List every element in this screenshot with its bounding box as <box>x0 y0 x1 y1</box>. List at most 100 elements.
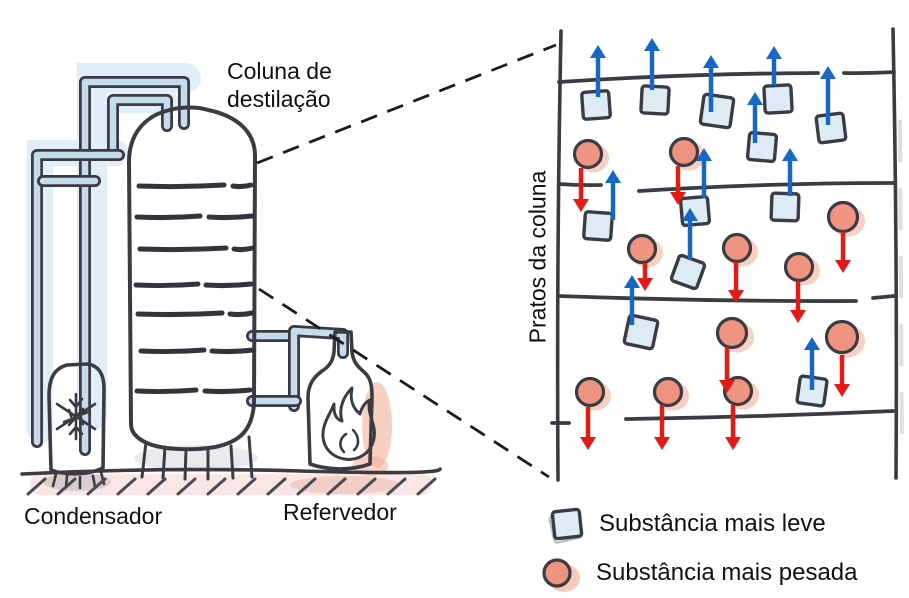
distillation-column <box>127 105 257 481</box>
heavy-substance-circle <box>715 316 749 350</box>
ground-hatch <box>116 477 137 496</box>
column-tray-mark <box>133 281 201 289</box>
vapor-up-arrow-head <box>804 337 820 350</box>
flame-icon <box>321 386 376 461</box>
column-tray-mark <box>136 182 227 190</box>
ground-hatch <box>356 477 377 496</box>
liquid-down-arrow-head <box>670 192 686 205</box>
vapor-up-arrow-head <box>644 38 660 51</box>
column-tray-mark <box>209 347 256 355</box>
reboiler <box>306 330 392 476</box>
ground-hatch <box>86 477 107 496</box>
panel-arrows <box>573 38 851 450</box>
callout-line-top <box>256 43 557 165</box>
light-substance-square <box>639 84 671 116</box>
heavy-substance-circle <box>783 251 815 283</box>
ground-hatch <box>326 477 347 496</box>
heavy-substance-circle <box>626 233 658 265</box>
column-tray-mark <box>134 387 199 395</box>
tray-panel <box>550 27 904 482</box>
column-vessel <box>127 105 257 452</box>
liquid-down-arrow-head <box>835 260 851 273</box>
heavy-substance-circle <box>572 138 604 170</box>
light-substance-square <box>582 210 614 242</box>
heavy-substance-circle <box>652 376 684 408</box>
light-substance-square <box>769 191 801 223</box>
reboiler-vessel <box>306 330 374 471</box>
panel-right-wall <box>891 27 899 480</box>
vapor-up-arrow-head <box>682 208 698 221</box>
column-tray-mark <box>203 281 254 289</box>
condenser-label: Condensador <box>24 503 163 529</box>
vapor-up-arrow-head <box>590 45 606 58</box>
zoom-callout-lines <box>256 43 557 479</box>
column-label: Coluna de destilação <box>227 58 332 113</box>
ground-hatch <box>296 477 317 496</box>
ground-hatch <box>416 477 437 496</box>
ground-hatch <box>56 477 77 496</box>
vapor-up-arrow-head <box>766 46 782 59</box>
ground-hatch <box>206 477 227 496</box>
condenser <box>47 362 106 490</box>
light-substance-square <box>622 313 660 351</box>
callout-line-bottom <box>258 287 550 479</box>
liquid-down-arrow-head <box>637 278 653 291</box>
vapor-up-arrow-head <box>820 66 836 79</box>
light-substance-square <box>762 83 794 115</box>
liquid-down-arrow-head <box>719 380 735 393</box>
heavy-substance-circle <box>668 136 700 168</box>
column-tray-mark <box>206 213 255 221</box>
column-tray-mark <box>227 310 255 318</box>
tray-line <box>557 294 858 303</box>
light-substance-square <box>669 253 707 291</box>
legend-light-label: Substância mais leve <box>599 510 826 537</box>
heavy-substance-circle <box>721 232 753 264</box>
ground-hatch <box>26 477 47 496</box>
vapor-up-arrow-head <box>624 275 640 288</box>
vapor-up-arrow-head <box>703 55 719 68</box>
heavy-substance-circle <box>574 376 606 408</box>
column-tray-mark <box>138 347 207 355</box>
reboiler-pipes <box>246 325 349 412</box>
light-substance-square <box>678 194 712 228</box>
vapor-up-arrow-head <box>782 148 798 161</box>
ground <box>20 467 442 496</box>
tray-line <box>624 409 895 421</box>
light-substance-square <box>580 89 612 121</box>
light-substance-square <box>698 92 736 130</box>
legend-heavy-label: Substância mais pesada <box>596 559 858 586</box>
ground-hatch <box>236 477 257 496</box>
ground-hatch <box>386 477 407 496</box>
tray-line <box>557 71 820 84</box>
column-tray-mark <box>134 213 203 221</box>
heavy-substance-circle <box>826 200 860 234</box>
column-tray-mark <box>230 182 254 190</box>
column-tray-mark <box>231 245 256 253</box>
vapor-up-arrow-head <box>747 92 763 105</box>
condenser-pipes <box>31 76 190 456</box>
column-tray-mark <box>135 310 225 318</box>
tray-line <box>637 181 895 193</box>
liquid-down-arrow-head <box>573 199 589 212</box>
liquid-down-arrow-head <box>725 437 741 450</box>
light-substance-icon <box>548 507 584 544</box>
ground-hatch <box>146 477 167 496</box>
liquid-down-arrow-head <box>834 384 850 397</box>
light-substance-square <box>814 111 848 145</box>
legend-icons <box>542 507 584 592</box>
liquid-down-arrow-head <box>654 437 670 450</box>
column-tray-marks <box>133 182 256 395</box>
column-tray-mark <box>137 245 229 253</box>
condenser-vessel <box>47 362 106 476</box>
light-substance-square <box>745 130 779 164</box>
vapor-up-arrow-head <box>605 170 621 183</box>
liquid-down-arrow-head <box>728 290 744 303</box>
ground-hatch <box>176 477 197 496</box>
ground-hatches <box>26 477 437 496</box>
ground-hatch <box>266 477 287 496</box>
liquid-down-arrow-head <box>580 437 596 450</box>
vapor-up-arrow-head <box>696 148 712 161</box>
heavy-substance-icon <box>542 558 580 592</box>
